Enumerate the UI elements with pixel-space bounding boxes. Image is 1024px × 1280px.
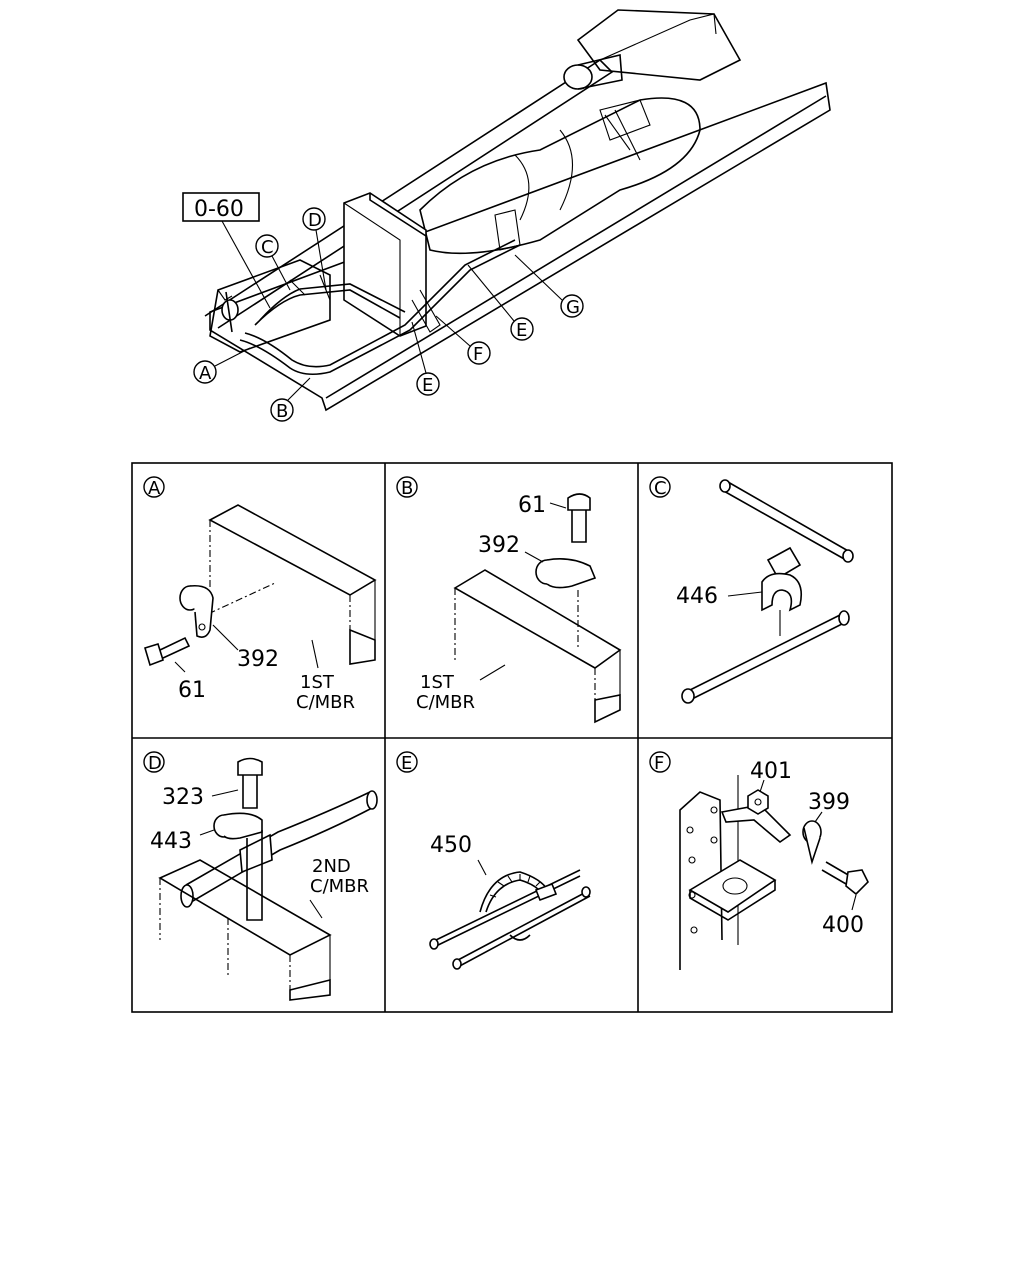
panel-a-part-392: 392: [237, 647, 279, 672]
callout-d: D: [308, 210, 322, 231]
panel-e-letter: E: [401, 753, 412, 774]
panel-a-member-2: C/MBR: [296, 692, 355, 713]
callout-a: A: [199, 363, 212, 384]
callout-b: B: [276, 401, 288, 422]
panel-b-member-1: 1ST: [420, 672, 455, 693]
chassis-overview: [204, 9, 831, 412]
panel-c: C 446: [649, 476, 854, 704]
panel-b-part-392: 392: [478, 533, 520, 558]
panel-f: F 401 399 400: [649, 751, 869, 970]
panel-f-part-399: 399: [808, 790, 850, 815]
panel-b-letter: B: [401, 478, 413, 499]
panel-c-part-446: 446: [676, 584, 718, 609]
panel-d-part-443: 443: [150, 829, 192, 854]
panel-b-member-2: C/MBR: [416, 692, 475, 713]
panel-f-part-400: 400: [822, 913, 864, 938]
callout-f: F: [473, 344, 483, 365]
panel-d-member-2: C/MBR: [310, 876, 369, 897]
overview-callouts: A B C D E E F G: [193, 207, 584, 422]
panel-b-part-61: 61: [518, 493, 546, 518]
panel-a-letter: A: [148, 478, 161, 499]
panel-e-part-450: 450: [430, 833, 472, 858]
panel-d-member-1: 2ND: [312, 856, 351, 877]
panel-b: B 61 392 1ST C/MBR: [396, 476, 622, 724]
panel-c-letter: C: [654, 478, 667, 499]
panel-e: E 450: [396, 751, 591, 970]
callout-e-1: E: [422, 375, 433, 396]
callout-g: G: [566, 297, 580, 318]
detail-grid: [131, 462, 893, 1013]
panel-f-letter: F: [654, 753, 664, 774]
panel-a: A 392 61 1ST C/MBR: [143, 476, 377, 713]
panel-a-part-61: 61: [178, 678, 206, 703]
panel-d-part-323: 323: [162, 785, 204, 810]
panel-f-part-401: 401: [750, 759, 792, 784]
callout-e-2: E: [516, 320, 527, 341]
reference-box: 0-60: [182, 192, 271, 309]
reference-code: 0-60: [194, 197, 244, 222]
panel-a-member-1: 1ST: [300, 672, 335, 693]
panel-d: D 323 443 2ND C/MBR: [143, 751, 378, 1001]
panel-d-letter: D: [148, 753, 162, 774]
callout-c: C: [261, 237, 274, 258]
